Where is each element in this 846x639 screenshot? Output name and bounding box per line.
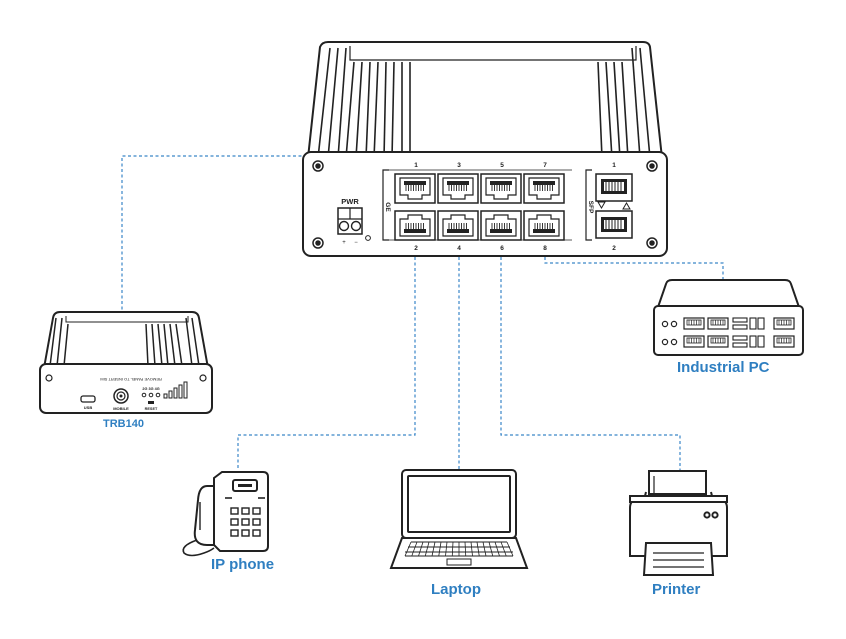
port-number-4: 4 <box>457 245 461 252</box>
sfp-arrow-down-icon <box>597 201 606 209</box>
sfp-number-1: 1 <box>612 162 616 169</box>
printer <box>629 470 728 576</box>
keyboard-column <box>404 541 412 557</box>
keyboard-column <box>431 541 436 557</box>
keyboard-column <box>464 541 467 557</box>
trb140-router: REMOVE PANEL TO INSERT SIM USB MOBILE 2G… <box>39 311 213 414</box>
industrial-pc-caption: Industrial PC <box>677 359 770 376</box>
ipc-ethernet-port[interactable] <box>683 335 705 348</box>
ip-phone <box>182 471 269 557</box>
phone-screen <box>232 479 258 492</box>
router-top <box>42 311 210 369</box>
ethernet-port-1[interactable] <box>394 173 436 204</box>
port-number-3: 3 <box>457 162 461 169</box>
port-number-2: 2 <box>414 245 418 252</box>
laptop-lid <box>401 469 517 539</box>
printer-caption: Printer <box>652 581 701 598</box>
ipc-front-panel <box>653 305 804 356</box>
switch-screws <box>312 160 658 249</box>
router-led-labels: 2G 3G 4G <box>142 387 159 391</box>
laptop-trackpad <box>446 558 472 566</box>
sfp-port-2[interactable] <box>595 210 633 239</box>
ethernet-port-6[interactable] <box>480 210 522 241</box>
terminal-minus: − <box>354 240 358 246</box>
router-right-fins <box>145 317 200 367</box>
port-number-5: 5 <box>500 162 504 169</box>
laptop <box>389 469 529 569</box>
ethernet-ports <box>394 173 565 241</box>
router-leds <box>141 392 161 398</box>
keyboard-column <box>451 541 454 557</box>
ipc-top <box>655 279 802 311</box>
router-panel-text: REMOVE PANEL TO INSERT SIM <box>100 377 162 382</box>
keyboard-column <box>445 541 448 557</box>
ip-phone-caption: IP phone <box>211 556 275 573</box>
phone-keypad <box>230 507 261 537</box>
ipc-ethernet-port[interactable] <box>773 317 795 330</box>
trb140-caption: TRB140 <box>103 418 144 430</box>
keyboard-column <box>411 541 418 557</box>
printer-button-2 <box>711 511 719 519</box>
keyboard-column <box>424 541 430 557</box>
ipc-ports <box>683 317 795 348</box>
printer-button-1 <box>703 511 711 519</box>
industrial-switch: PWR + − GE 1 3 5 7 2 4 6 8 SFP 1 2 <box>302 41 668 257</box>
switch-left-fins <box>317 47 411 159</box>
ipc-ethernet-port[interactable] <box>683 317 705 330</box>
ipc-usb-ports <box>732 317 765 348</box>
router-reset-label: RESET <box>145 407 158 411</box>
ethernet-port-3[interactable] <box>437 173 479 204</box>
signal-strength-icon <box>163 381 188 399</box>
router-usb-port[interactable] <box>80 395 96 403</box>
printer-output-tray <box>642 542 715 576</box>
laptop-keyboard <box>404 541 514 557</box>
printer-paper-top <box>648 470 707 495</box>
keyboard-column <box>482 541 487 557</box>
port-number-8: 8 <box>543 245 547 252</box>
keyboard-column <box>418 541 424 557</box>
link-port2-ipphone <box>237 246 416 470</box>
keyboard-column <box>494 541 500 557</box>
sfp-arrow-up-icon <box>622 202 631 210</box>
port-number-7: 7 <box>543 162 547 169</box>
keyboard-column <box>488 541 494 557</box>
keyboard-column <box>506 541 514 557</box>
port-number-1: 1 <box>414 162 418 169</box>
ethernet-port-5[interactable] <box>480 173 522 204</box>
ge-label: GE <box>384 202 391 212</box>
switch-top <box>306 41 664 159</box>
keyboard-column <box>476 541 480 557</box>
led-indicator <box>365 235 371 241</box>
industrial-pc <box>653 279 804 356</box>
ethernet-port-8[interactable] <box>523 210 565 241</box>
router-reset-button[interactable] <box>148 401 154 404</box>
terminal-plus: + <box>342 240 346 246</box>
keyboard-column <box>470 541 473 557</box>
router-usb-label: USB <box>84 405 93 410</box>
ethernet-port-7[interactable] <box>523 173 565 204</box>
router-left-fins <box>49 317 69 367</box>
switch-right-fins <box>597 47 651 159</box>
laptop-caption: Laptop <box>431 581 481 598</box>
sfp-port-1[interactable] <box>595 173 633 202</box>
port-number-6: 6 <box>500 245 504 252</box>
switch-front-panel <box>302 151 668 257</box>
sfp-number-2: 2 <box>612 245 616 252</box>
laptop-screen <box>407 475 511 533</box>
ipc-ethernet-port[interactable] <box>773 335 795 348</box>
link-port6-printer <box>500 246 681 470</box>
sfp-label: SFP <box>587 201 594 214</box>
ethernet-port-4[interactable] <box>437 210 479 241</box>
ethernet-port-2[interactable] <box>394 210 436 241</box>
phone-handset <box>193 485 215 546</box>
keyboard-column <box>500 541 507 557</box>
ipc-ethernet-port[interactable] <box>707 335 729 348</box>
pwr-label: PWR <box>341 197 359 206</box>
keyboard-column <box>438 541 442 557</box>
router-mobile-label: MOBILE <box>113 406 129 411</box>
ipc-ethernet-port[interactable] <box>707 317 729 330</box>
